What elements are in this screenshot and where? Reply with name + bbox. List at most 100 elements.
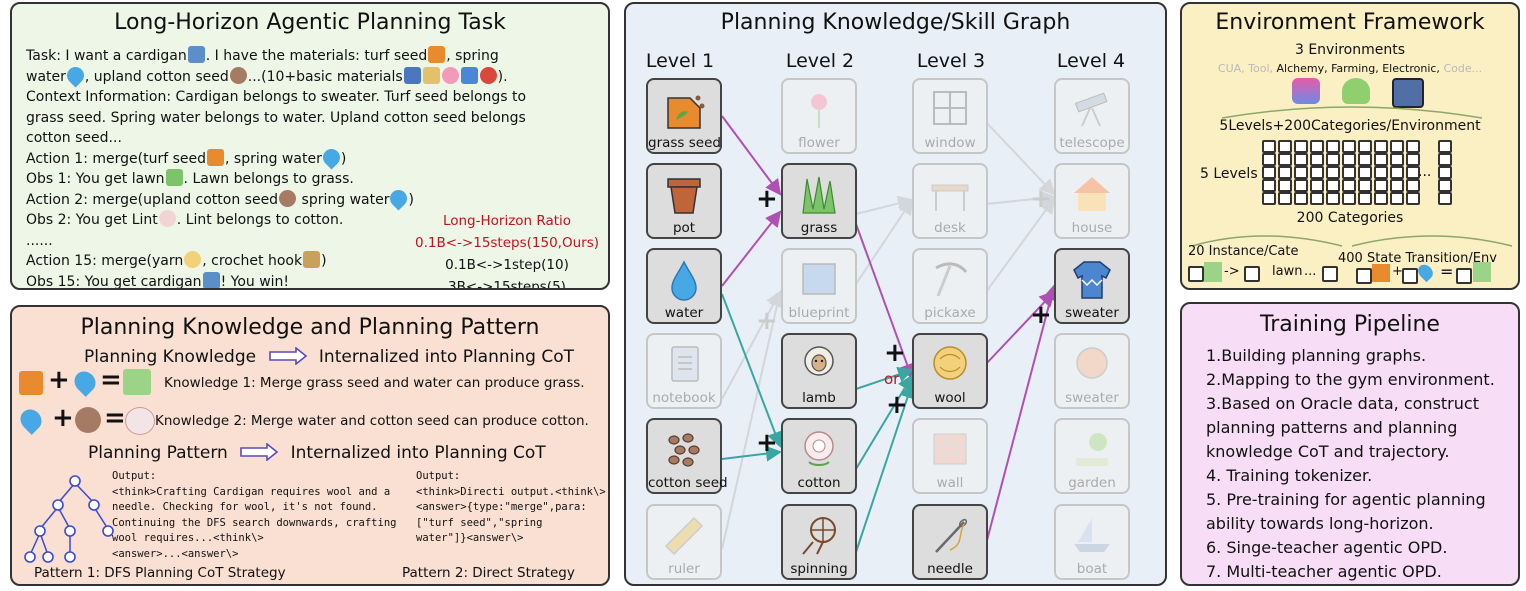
node-ruler[interactable]: ruler bbox=[646, 504, 722, 580]
grass-seed-icon bbox=[667, 95, 705, 129]
category-box bbox=[1390, 166, 1404, 179]
garden-icon bbox=[1076, 433, 1108, 466]
env-panel: Environment Framework 3 Environments CUA… bbox=[1180, 2, 1520, 290]
context-line-1: Context Information: Cardigan belongs to… bbox=[26, 89, 527, 105]
level-4-header: Level 4 bbox=[1056, 50, 1126, 72]
context-line-2: grass seed. Spring water belongs to wate… bbox=[26, 109, 526, 126]
category-box bbox=[1438, 153, 1452, 166]
node-pot[interactable]: pot bbox=[646, 163, 722, 239]
node-sweater[interactable]: sweater bbox=[1054, 248, 1130, 324]
node-house[interactable]: house bbox=[1054, 163, 1130, 239]
sweater-pan-icon bbox=[1076, 347, 1108, 379]
turf-seed-icon bbox=[207, 148, 224, 166]
cotton-icon bbox=[804, 431, 834, 466]
task-text: Task: I want a cardigan. I have the mate… bbox=[26, 46, 586, 290]
equals-sign: = bbox=[100, 365, 122, 395]
category-box bbox=[1294, 192, 1308, 205]
category-box bbox=[1310, 166, 1324, 179]
category-box bbox=[1244, 266, 1260, 282]
pipeline-step: 7. Multi-teacher agentic OPD. bbox=[1206, 562, 1442, 581]
node-pickaxe[interactable]: pickaxe bbox=[912, 248, 988, 324]
node-notebook[interactable]: notebook bbox=[646, 333, 722, 409]
level-3-header: Level 3 bbox=[916, 50, 986, 72]
node-desk[interactable]: desk bbox=[912, 163, 988, 239]
pipeline-panel-title: Training Pipeline bbox=[1260, 312, 1440, 337]
category-box bbox=[1438, 192, 1452, 205]
cotton-seed-icon bbox=[668, 433, 700, 467]
task-text-a: Task: I want a cardigan bbox=[26, 48, 187, 64]
pot-icon bbox=[667, 178, 701, 214]
equals-sign: = bbox=[104, 403, 126, 433]
cardigan-icon bbox=[187, 46, 205, 63]
node-wall[interactable]: wall bbox=[912, 418, 988, 494]
node-label: pot bbox=[672, 220, 696, 236]
category-box bbox=[1326, 153, 1340, 166]
node-label: telescope bbox=[1059, 135, 1125, 151]
grid-ellipsis: ... bbox=[1418, 164, 1432, 180]
category-box bbox=[1406, 140, 1420, 153]
flower-icon bbox=[441, 66, 459, 84]
task-panel-title: Long-Horizon Agentic Planning Task bbox=[114, 10, 506, 35]
node-cotton[interactable]: cotton bbox=[781, 418, 857, 494]
envs-faded-a: CUA, Tool, bbox=[1217, 62, 1274, 75]
knowledge-1-text: Knowledge 1: Merge grass seed and water … bbox=[164, 375, 585, 391]
node-cotton-seed[interactable]: cotton seed bbox=[646, 418, 728, 494]
plus-sign: + bbox=[756, 184, 778, 214]
node-sweater-faded[interactable]: sweater bbox=[1054, 333, 1130, 409]
knowledge-2-text: Knowledge 2: Merge water and cotton seed… bbox=[155, 413, 589, 429]
category-box bbox=[1188, 266, 1204, 282]
plus-sign: + bbox=[52, 403, 74, 433]
node-grass[interactable]: grass bbox=[781, 163, 857, 239]
obs15-text-b: ! You win! bbox=[220, 273, 290, 290]
category-box bbox=[1406, 153, 1420, 166]
node-water[interactable]: water bbox=[646, 248, 722, 324]
turf-seed-icon bbox=[428, 46, 446, 63]
graph-panel: Planning Knowledge/Skill Graph Level 1 L… bbox=[624, 2, 1167, 586]
grass-seed-icon bbox=[19, 371, 43, 395]
node-window[interactable]: window bbox=[912, 78, 988, 154]
node-telescope[interactable]: telescope bbox=[1054, 78, 1130, 154]
node-needle[interactable]: needle bbox=[912, 504, 988, 580]
levels-label: 5 Levels bbox=[1200, 166, 1258, 182]
ratio-ours: 0.1B<->15steps(150,Ours) bbox=[415, 235, 599, 251]
node-grass-seed[interactable]: grass seed bbox=[646, 78, 722, 154]
telescope-icon bbox=[1074, 92, 1108, 127]
node-blueprint[interactable]: blueprint bbox=[781, 248, 857, 324]
node-label: wool bbox=[934, 390, 966, 406]
output-line: <think>Crafting Cardigan requires wool a… bbox=[112, 485, 391, 498]
instance-label: 20 Instance/Cate bbox=[1188, 244, 1299, 259]
output-line: Continuing the DFS search downwards, cra… bbox=[112, 516, 397, 529]
category-box bbox=[1278, 140, 1292, 153]
ratio-2: 0.1B<->1step(10) bbox=[445, 257, 569, 273]
output-dfs: Output: <think>Crafting Cardigan require… bbox=[112, 469, 402, 562]
node-label: flower bbox=[798, 135, 840, 151]
pipeline-steps: 1.Building planning graphs. 2.Mapping to… bbox=[1206, 344, 1516, 584]
category-box bbox=[1390, 153, 1404, 166]
plus-sign: + bbox=[884, 338, 906, 368]
category-box bbox=[1310, 140, 1324, 153]
node-flower[interactable]: flower bbox=[781, 78, 857, 154]
category-box bbox=[1406, 179, 1420, 192]
pattern-heading: Planning Pattern Internalized into Plann… bbox=[88, 443, 546, 463]
action2-text-a: Action 2: merge(upland cotton seed bbox=[26, 191, 279, 208]
category-box bbox=[1294, 166, 1308, 179]
category-box bbox=[1310, 153, 1324, 166]
arrow-right-icon bbox=[268, 347, 307, 365]
lint-icon bbox=[158, 210, 176, 227]
node-label: desk bbox=[934, 220, 966, 236]
flower-icon bbox=[811, 94, 827, 128]
output-line: ["turf seed","spring bbox=[416, 516, 543, 529]
category-box bbox=[1278, 153, 1292, 166]
boat-icon bbox=[1074, 518, 1110, 552]
ratio-3: 3B<->15steps(5) bbox=[448, 279, 566, 290]
node-garden[interactable]: garden bbox=[1054, 418, 1130, 494]
node-spinning[interactable]: spinning bbox=[781, 504, 857, 580]
node-label: wall bbox=[936, 475, 964, 491]
node-boat[interactable]: boat bbox=[1054, 504, 1130, 580]
node-lamb[interactable]: lamb bbox=[781, 333, 857, 409]
obs-2: Obs 2: You get Lint. Lint belongs to cot… bbox=[26, 210, 586, 231]
action15-text-c: ) bbox=[321, 253, 327, 269]
node-wool[interactable]: wool bbox=[912, 333, 988, 409]
arrow-text: -> bbox=[1224, 264, 1240, 279]
node-label: cotton bbox=[797, 475, 841, 491]
